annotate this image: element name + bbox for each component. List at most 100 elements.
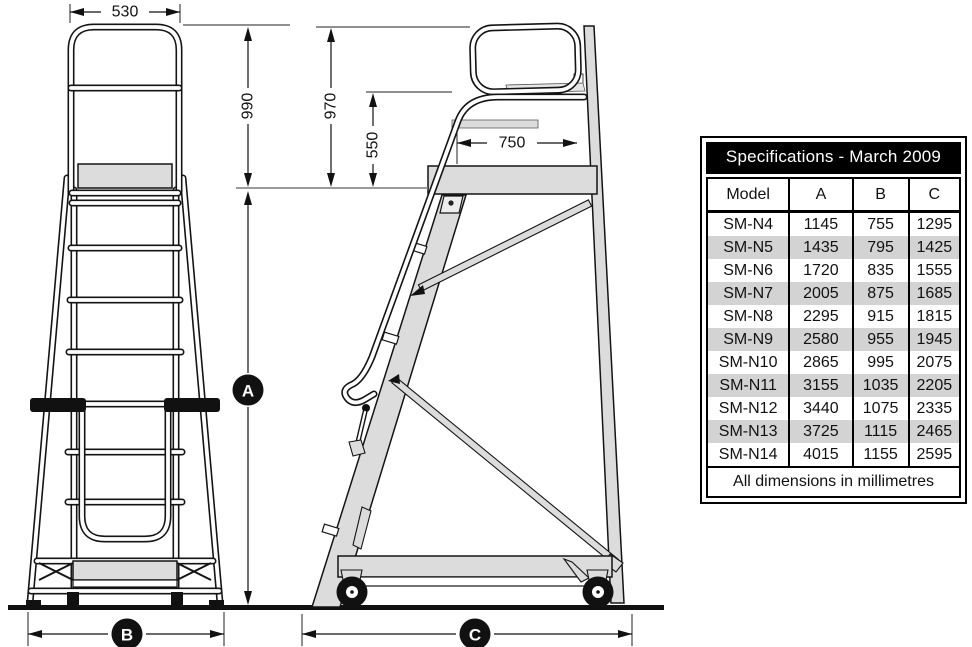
spec-cell: 1295 (907, 211, 960, 236)
spec-cell: 1035 (851, 374, 909, 397)
left-caster (336, 569, 368, 608)
front-foot (67, 592, 79, 608)
spec-cell: 2580 (788, 328, 853, 351)
spec-cell: 2865 (788, 351, 853, 374)
spec-cell: 3725 (788, 420, 853, 443)
col-header-a: A (788, 177, 854, 213)
dim-A: A (232, 191, 264, 605)
spec-cell: 1555 (907, 259, 960, 282)
dim-badge-C (459, 618, 491, 647)
dim-B: B (27, 612, 225, 647)
col-header-c: C (907, 177, 962, 213)
dim-990: 990 (240, 27, 257, 187)
spec-cell: 1435 (788, 236, 853, 259)
spec-cell: 1945 (907, 328, 960, 351)
dimensions: 530 990 970 550 (27, 4, 633, 647)
dim-badge-A (232, 374, 264, 406)
spec-cell: 2595 (907, 443, 960, 467)
spec-cell: 1425 (907, 236, 960, 259)
spec-cell: 835 (851, 259, 909, 282)
spec-cell: 2295 (788, 305, 853, 328)
spec-cell: 915 (851, 305, 909, 328)
platform-front (77, 163, 173, 189)
spec-header-row: Model A B C (705, 177, 962, 213)
spec-cell: 1155 (851, 443, 909, 467)
spec-cell: 1815 (907, 305, 960, 328)
spec-cell: 1685 (907, 282, 960, 305)
right-caster (582, 569, 614, 608)
spec-footer-note: All dimensions in millimetres (707, 466, 960, 497)
spec-table-title: Specifications - March 2009 (706, 142, 961, 174)
front-steps (64, 189, 186, 506)
spec-cell: 875 (851, 282, 909, 305)
dim-label-A: A (242, 382, 254, 401)
spec-cell: 4015 (788, 443, 853, 467)
spec-cell: SM-N12 (718, 399, 778, 417)
front-foot (171, 592, 183, 608)
dim-label-C: C (469, 626, 481, 645)
spec-footer-row: All dimensions in millimetres (707, 466, 960, 497)
spec-cell: 3440 (788, 397, 853, 420)
diagonal-braces (388, 199, 624, 573)
spec-cell: 2005 (788, 282, 853, 305)
col-header-b: B (851, 177, 910, 213)
dim-550: 550 (365, 93, 382, 187)
front-foot (26, 600, 41, 608)
dim-label-970: 970 (323, 93, 340, 120)
dim-label-990: 990 (240, 93, 257, 120)
spec-cell: SM-N4 (723, 215, 774, 233)
spec-cell: 795 (851, 236, 909, 259)
spec-cell: 2205 (907, 374, 960, 397)
dim-label-550: 550 (365, 132, 382, 159)
spec-cell: 2075 (907, 351, 960, 374)
spec-cell: 1720 (788, 259, 853, 282)
dim-label-530: 530 (112, 4, 139, 21)
dim-970: 970 (323, 28, 340, 187)
dim-label-750: 750 (499, 135, 526, 152)
dim-750: 750 (456, 130, 577, 164)
dim-C: C (301, 614, 633, 647)
spec-cell: 3155 (788, 374, 853, 397)
stringer (310, 194, 468, 608)
side-view (310, 22, 625, 608)
spec-cell: SM-N14 (718, 445, 778, 463)
dim-label-B: B (121, 626, 133, 645)
spec-cell: SM-N9 (723, 330, 774, 348)
spec-cell: SM-N11 (719, 376, 777, 394)
platform-side (427, 165, 598, 195)
spec-cell: SM-N10 (718, 353, 778, 371)
spec-cell: 2335 (907, 397, 960, 420)
spec-cell: 1145 (788, 211, 853, 236)
spec-cell: SM-N6 (723, 261, 774, 279)
spec-cell: 1075 (851, 397, 909, 420)
left-handle (30, 398, 86, 412)
spec-table: Specifications - March 2009 Model A B C … (700, 136, 967, 504)
bottom-shelf (72, 560, 178, 581)
spec-cell: 1115 (851, 420, 909, 443)
front-foot (209, 600, 224, 608)
right-handle (164, 398, 220, 412)
dim-530: 530 (69, 4, 181, 23)
spec-cell: SM-N13 (718, 422, 778, 440)
guard-loop-side (469, 22, 582, 96)
rear-post (583, 25, 625, 604)
access-loop (78, 400, 172, 543)
spec-cell: SM-N5 (723, 238, 774, 256)
spec-cell: SM-N8 (723, 307, 774, 325)
spec-cell: SM-N7 (723, 284, 774, 302)
dim-badge-B (111, 618, 143, 647)
spec-cell: 955 (851, 328, 909, 351)
